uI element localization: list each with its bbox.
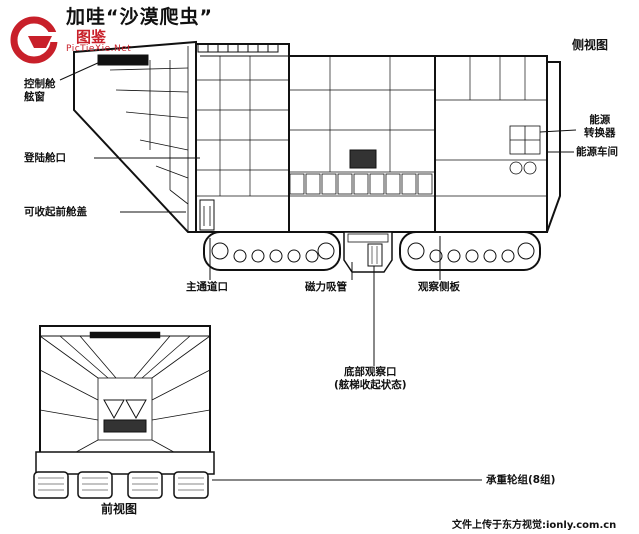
page-title: 加哇“沙漠爬虫” xyxy=(66,6,213,28)
watermark-brand: 图鉴 xyxy=(76,28,107,46)
side-view-label: 侧视图 xyxy=(572,38,609,52)
tread-rear xyxy=(399,231,541,271)
label-cockpit-window: 控制舱 舷窗 xyxy=(24,78,56,103)
label-bottom-port: 底部观察口 (舷梯收起状态) xyxy=(334,366,407,391)
cockpit-window xyxy=(97,54,149,66)
label-magnetic-tube: 磁力吸管 xyxy=(305,281,347,293)
label-main-passage: 主通道口 xyxy=(186,281,228,293)
front-view-label: 前视图 xyxy=(101,502,138,516)
boarding-hatch xyxy=(199,199,215,231)
label-retractable-hatch: 可收起前舱盖 xyxy=(24,206,87,218)
tread-front xyxy=(203,231,341,271)
label-power-room: 能源车间 xyxy=(576,146,618,158)
footer-credit: 文件上传于东方视觉:ionly.com.cn xyxy=(452,520,617,531)
label-observation-panel: 观察侧板 xyxy=(418,281,460,293)
label-tread-group: 承重轮组(8组) xyxy=(486,474,556,486)
label-power-converter: 能源 转换器 xyxy=(584,114,616,139)
logo-icon xyxy=(10,16,62,64)
label-boarding-hatch: 登陆舱口 xyxy=(24,152,66,164)
watermark-domain: PicTieXie.Net xyxy=(66,44,132,54)
